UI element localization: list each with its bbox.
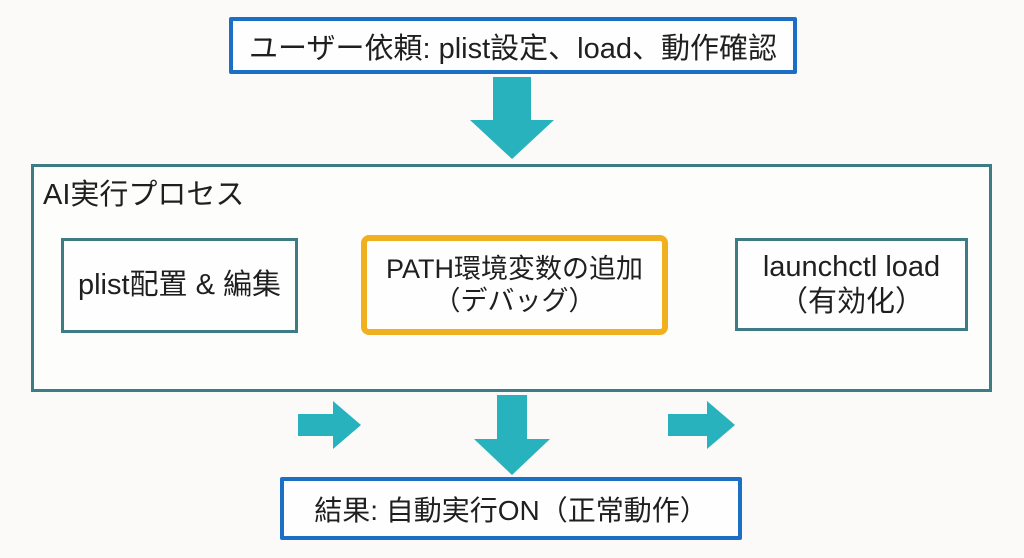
step-launchctl-label-line1: launchctl load [762, 250, 941, 283]
step-plist-label: plist配置 & 編集 [77, 269, 282, 302]
step-launchctl-label-line2: （有効化） [778, 285, 924, 318]
process-title: AI実行プロセス [43, 179, 245, 211]
arrow-right-icon [668, 401, 735, 449]
arrow-down-icon [470, 77, 554, 159]
user-request-box: ユーザー依頼: plist設定、load、動作確認 [229, 17, 797, 74]
step-path-env-box: PATH環境変数の追加 （デバッグ） [361, 235, 668, 335]
result-label: 結果: 自動実行ON（正常動作） [314, 494, 708, 526]
step-launchctl-box: launchctl load （有効化） [735, 238, 968, 331]
process-container: AI実行プロセス plist配置 & 編集 PATH環境変数の追加 （デバッグ）… [31, 164, 992, 449]
result-box: 結果: 自動実行ON（正常動作） [280, 477, 742, 540]
user-request-label: ユーザー依頼: plist設定、load、動作確認 [249, 32, 777, 65]
step-plist-box: plist配置 & 編集 [61, 238, 298, 333]
step-path-env-label-line1: PATH環境変数の追加 [385, 253, 643, 284]
arrow-down-icon [474, 395, 550, 475]
arrow-right-icon [298, 401, 361, 449]
step-path-env-label-line2: （デバッグ） [433, 286, 596, 316]
